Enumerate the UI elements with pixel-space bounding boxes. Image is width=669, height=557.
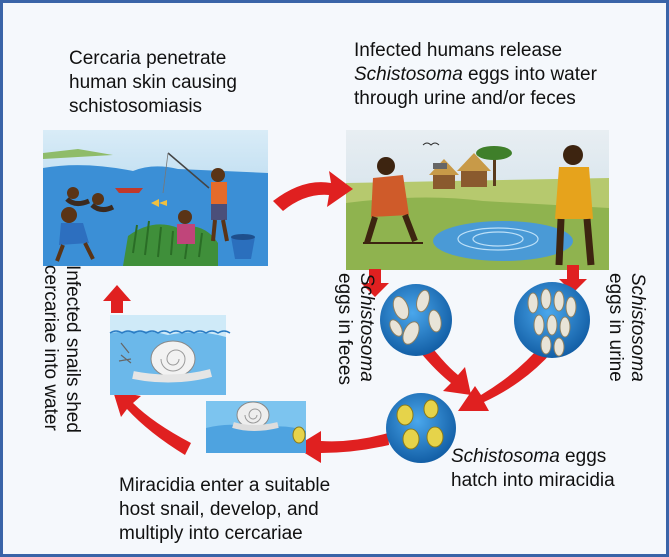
caption-line: schistosomiasis	[69, 95, 329, 119]
caption-eggs-feces: Schistosoma eggs in feces	[333, 273, 377, 385]
caption-eggs-hatch: Schistosoma eggs hatch into miracidia	[451, 445, 661, 493]
caption-line: multiply into cercariae	[119, 522, 389, 546]
caption-line: Cercaria penetrate	[69, 47, 329, 71]
person-shirt	[555, 167, 593, 219]
scene-left-grass	[123, 224, 218, 266]
caption-line: host snail, develop, and	[119, 498, 389, 522]
caption-italic: Schistosoma	[354, 64, 463, 85]
woman-dress	[177, 224, 195, 244]
eggs-urine-circle	[514, 282, 590, 358]
caption-line: human skin causing	[69, 71, 329, 95]
caption-line: Schistosoma	[626, 273, 648, 382]
caption-infected-humans: Infected humans release Schistosoma eggs…	[354, 39, 654, 111]
person-head	[377, 157, 395, 175]
caption-line: Schistosoma	[355, 273, 377, 385]
caption-italic: Schistosoma	[627, 273, 648, 382]
hut-icon	[461, 169, 487, 187]
miracidia-circle	[386, 393, 456, 463]
person-head	[563, 145, 583, 165]
caption-line: Schistosoma eggs	[451, 445, 661, 469]
caption-eggs-urine: Schistosoma eggs in urine	[604, 273, 648, 382]
child-head	[61, 207, 77, 223]
scene-left-illustration	[43, 130, 268, 266]
hut-icon	[433, 173, 455, 189]
caption-miracidia-enter: Miracidia enter a suitable host snail, d…	[119, 474, 389, 546]
caption-italic: Schistosoma	[356, 273, 377, 382]
person-shirt	[371, 175, 409, 217]
arrow-to-humans	[273, 171, 353, 211]
arrow-to-human-skin	[103, 285, 131, 313]
caption-snails-shed: Infected snails shed cercariae into wate…	[39, 265, 83, 433]
caption-line: cercariae into water	[39, 265, 61, 433]
boat-icon	[115, 188, 143, 193]
caption-line: eggs in feces	[333, 273, 355, 385]
caption-text: eggs into water	[463, 64, 597, 85]
arrow-snail-to-large-snail	[113, 391, 191, 455]
caption-italic: Schistosoma	[451, 446, 560, 467]
caption-line: Schistosoma eggs into water	[354, 63, 654, 87]
fisher-head	[211, 168, 225, 182]
caption-cercaria-penetrate: Cercaria penetrate human skin causing sc…	[69, 47, 329, 119]
bucket-icon	[231, 237, 255, 259]
fisher-shorts	[211, 204, 227, 220]
arrow-hatch-to-snail	[295, 431, 389, 463]
caption-line: Infected humans release	[354, 39, 654, 63]
caption-line: hatch into miracidia	[451, 469, 661, 493]
eggs-feces-circle	[380, 284, 452, 356]
fisher-shirt	[211, 182, 227, 204]
caption-text: eggs	[560, 446, 606, 467]
caption-line: Infected snails shed	[61, 265, 83, 433]
caption-line: Miracidia enter a suitable	[119, 474, 389, 498]
caption-line: eggs in urine	[604, 273, 626, 382]
large-snail-illustration	[110, 315, 230, 395]
scene-right-pond	[433, 221, 573, 261]
small-snail-illustration	[206, 401, 306, 453]
scene-right-illustration	[346, 130, 609, 270]
tree-icon	[493, 158, 496, 186]
caption-line: through urine and/or feces	[354, 87, 654, 111]
